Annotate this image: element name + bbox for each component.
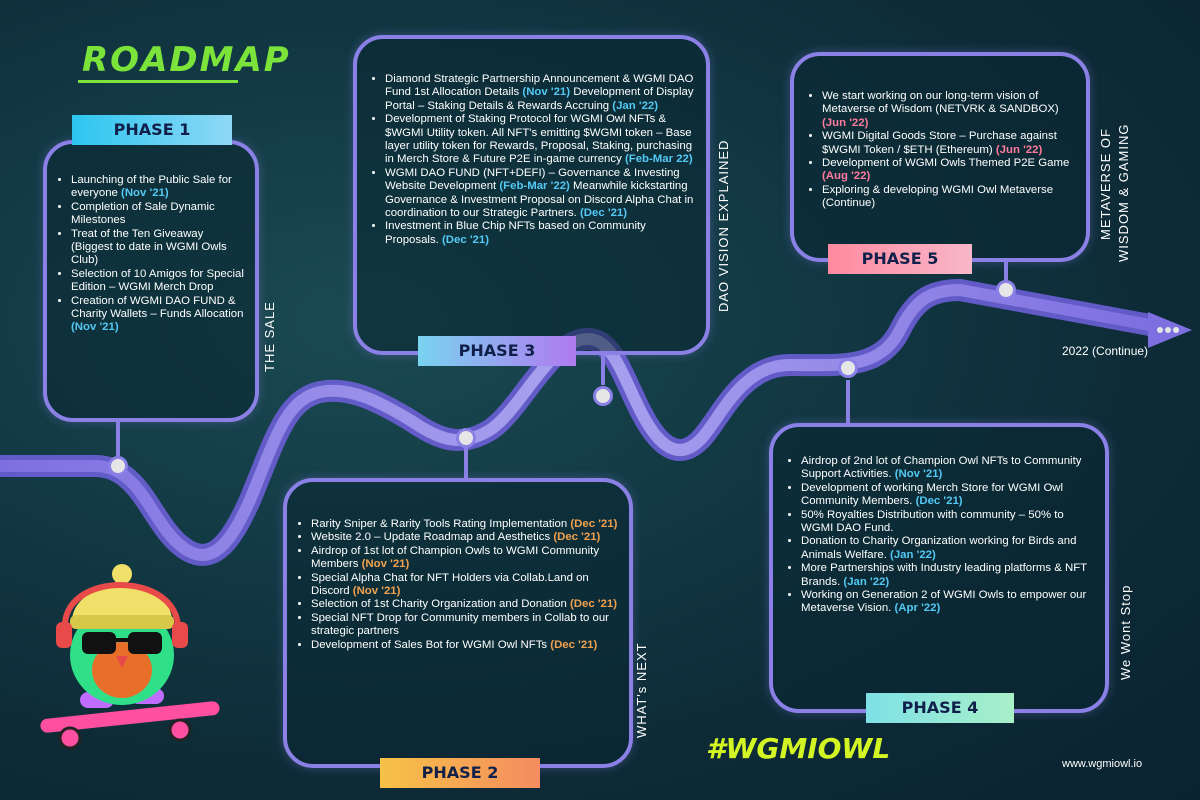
list-item: Investment in Blue Chip NFTs based on Co…: [385, 220, 696, 247]
phase-2-side-label: WHAT's NEXT: [634, 642, 649, 738]
list-item: WGMI Digital Goods Store – Purchase agai…: [822, 130, 1076, 157]
phase-1-list: Launching of the Public Sale for everyon…: [53, 174, 245, 335]
phase-3-card: Diamond Strategic Partnership Announceme…: [353, 35, 710, 355]
phase-1-badge: PHASE 1: [72, 115, 232, 145]
list-item: Rarity Sniper & Rarity Tools Rating Impl…: [311, 518, 619, 531]
timeline-node-5: [996, 280, 1016, 300]
phase-1-card: Launching of the Public Sale for everyon…: [43, 140, 259, 422]
timeline-node-2: [456, 428, 476, 448]
list-item: Selection of 10 Amigos for Special Editi…: [71, 268, 245, 295]
phase-5-badge: PHASE 5: [828, 244, 972, 274]
list-item: Development of Sales Bot for WGMI Owl NF…: [311, 639, 619, 652]
list-item: Development of Staking Protocol for WGMI…: [385, 113, 696, 167]
phase-5-list: We start working on our long-term vision…: [804, 90, 1076, 211]
phase-3-side-label: DAO VISION EXPLAINED: [716, 139, 731, 312]
phase-4-list: Airdrop of 2nd lot of Champion Owl NFTs …: [783, 455, 1095, 616]
list-item: Treat of the Ten Giveaway (Biggest to da…: [71, 228, 245, 268]
continue-label: 2022 (Continue): [1062, 344, 1149, 358]
list-item: 50% Royalties Distribution with communit…: [801, 509, 1095, 536]
phase-2-badge: PHASE 2: [380, 758, 540, 788]
phase-2-card: Rarity Sniper & Rarity Tools Rating Impl…: [283, 478, 633, 768]
phase-5-side-label-2: WISDOM & GAMING: [1116, 123, 1131, 263]
website-url[interactable]: www.wgmiowl.io: [1062, 758, 1143, 770]
owl-mascot-illustration: [40, 564, 220, 750]
phase-5-side-label-1: METAVERSE OF: [1098, 128, 1113, 240]
phase-4-badge: PHASE 4: [866, 693, 1014, 723]
page-title: ROADMAP: [82, 40, 291, 80]
list-item: Working on Generation 2 of WGMI Owls to …: [801, 589, 1095, 616]
list-item: Completion of Sale Dynamic Milestones: [71, 201, 245, 228]
list-item: Website 2.0 – Update Roadmap and Aesthet…: [311, 531, 619, 544]
list-item: Diamond Strategic Partnership Announceme…: [385, 73, 696, 113]
list-item: Airdrop of 2nd lot of Champion Owl NFTs …: [801, 455, 1095, 482]
list-item: Special NFT Drop for Community members i…: [311, 612, 619, 639]
list-item: We start working on our long-term vision…: [822, 90, 1076, 130]
hashtag: #WGMIOWL: [706, 732, 891, 765]
list-item: Exploring & developing WGMI Owl Metavers…: [822, 184, 1076, 211]
timeline-node-3: [593, 386, 613, 406]
phase-5-card: We start working on our long-term vision…: [790, 52, 1090, 262]
timeline-node-4: [838, 358, 858, 378]
list-item: Development of working Merch Store for W…: [801, 482, 1095, 509]
phase-3-list: Diamond Strategic Partnership Announceme…: [367, 73, 696, 247]
list-item: Selection of 1st Charity Organization an…: [311, 598, 619, 611]
phase-4-card: Airdrop of 2nd lot of Champion Owl NFTs …: [769, 423, 1109, 713]
title-underline: [78, 80, 238, 83]
phase-2-list: Rarity Sniper & Rarity Tools Rating Impl…: [293, 518, 619, 652]
list-item: Airdrop of 1st lot of Champion Owls to W…: [311, 545, 619, 572]
timeline-node-1: [108, 456, 128, 476]
list-item: Donation to Charity Organization working…: [801, 535, 1095, 562]
list-item: Development of WGMI Owls Themed P2E Game…: [822, 157, 1076, 184]
list-item: Creation of WGMI DAO FUND & Charity Wall…: [71, 295, 245, 335]
list-item: Launching of the Public Sale for everyon…: [71, 174, 245, 201]
phase-3-badge: PHASE 3: [418, 336, 576, 366]
list-item: More Partnerships with Industry leading …: [801, 562, 1095, 589]
list-item: Special Alpha Chat for NFT Holders via C…: [311, 572, 619, 599]
phase-1-side-label: THE SALE: [262, 301, 277, 372]
phase-4-side-label: We Wont Stop: [1118, 584, 1133, 680]
list-item: WGMI DAO FUND (NFT+DEFI) – Governance & …: [385, 167, 696, 221]
